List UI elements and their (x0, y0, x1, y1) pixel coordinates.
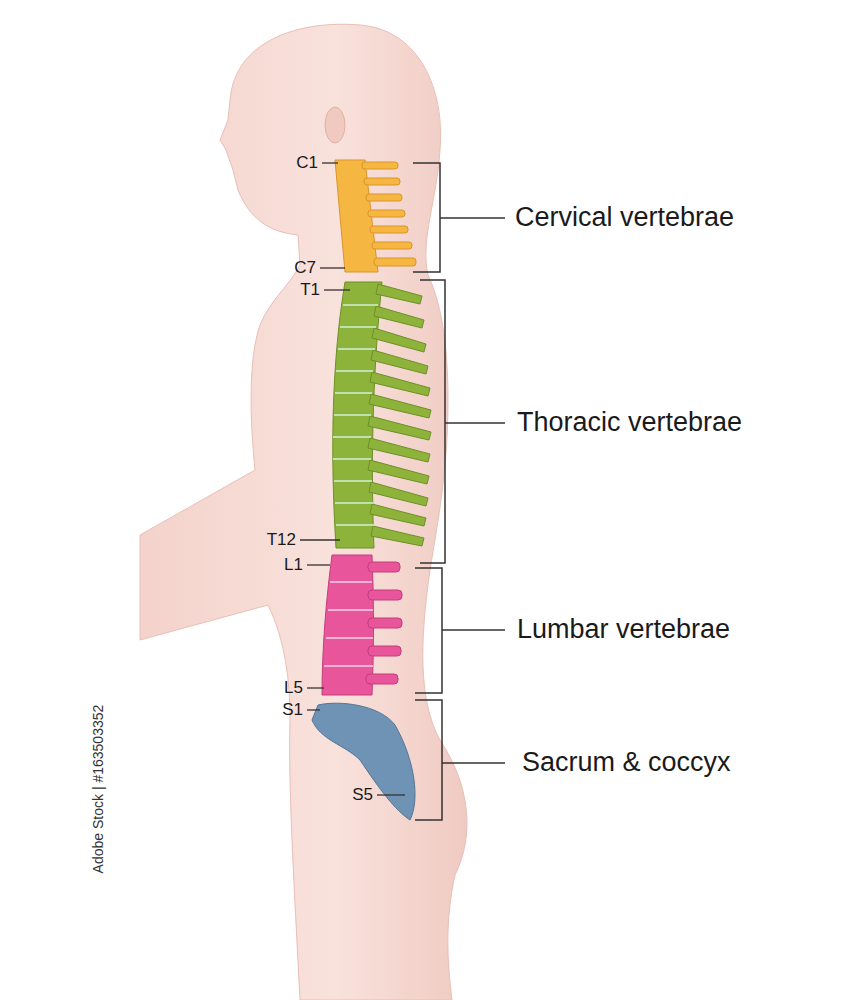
leader-ticks (300, 163, 405, 795)
vertebra-label: T1 (300, 280, 320, 300)
lumbar-discs (324, 582, 373, 666)
ear (325, 107, 345, 143)
vertebra-label: L5 (284, 678, 303, 698)
vertebra-label: L1 (284, 555, 303, 575)
region-label: Sacrum & coccyx (522, 747, 731, 778)
brackets (413, 163, 505, 820)
vertebra-label: C1 (296, 153, 318, 173)
sacrum-art (312, 703, 415, 820)
body-silhouette (140, 24, 467, 1000)
region-label: Lumbar vertebrae (517, 614, 730, 645)
region-label: Cervical vertebrae (515, 202, 734, 233)
cervical-vertebrae-art (335, 160, 416, 272)
vertebra-label: C7 (294, 258, 316, 278)
vertebra-label: T12 (267, 530, 296, 550)
watermark: Adobe Stock | #163503352 (90, 704, 106, 873)
lumbar-vertebrae-art (322, 555, 402, 695)
region-label: Thoracic vertebrae (517, 407, 742, 438)
thoracic-discs (333, 305, 378, 525)
vertebra-label: S5 (352, 785, 373, 805)
thoracic-vertebrae-art (333, 282, 431, 548)
vertebra-label: S1 (282, 700, 303, 720)
